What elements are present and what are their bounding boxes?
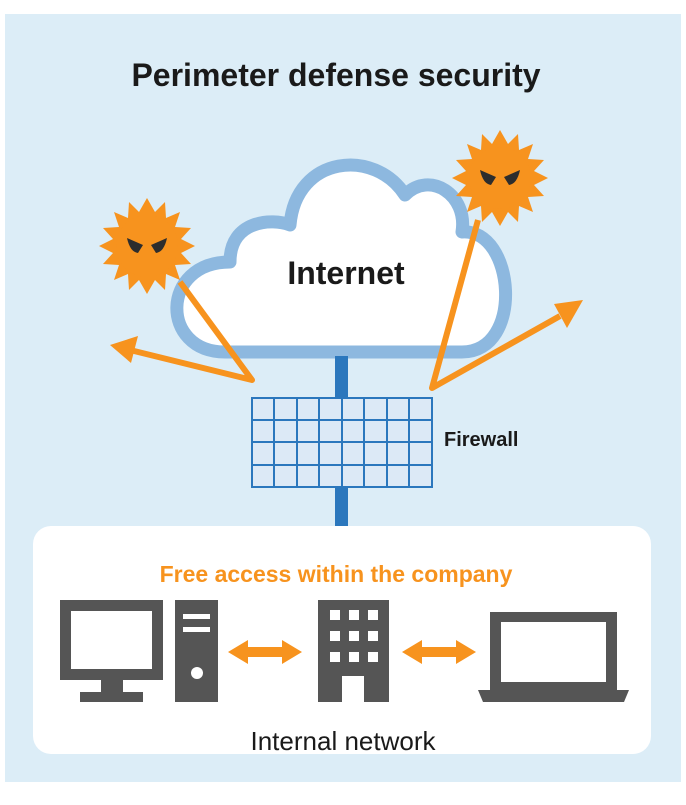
- laptop-icon: [478, 612, 629, 702]
- double-arrow-icon: [228, 640, 302, 664]
- office-building-icon: [318, 600, 389, 702]
- double-arrow-icon: [402, 640, 476, 664]
- internal-network-label: Internal network: [251, 726, 437, 756]
- diagram-title: Perimeter defense security: [131, 57, 540, 93]
- right-attack-arrow: [429, 219, 562, 391]
- desktop-computer-icon: [60, 600, 163, 702]
- inner-title: Free access within the company: [160, 561, 513, 587]
- server-tower-icon: [175, 600, 218, 702]
- firewall-label: Firewall: [444, 429, 518, 451]
- internet-cloud: [170, 158, 512, 359]
- right-arrow-head: [554, 300, 583, 328]
- left-arrow-head: [110, 336, 138, 363]
- left-attack-arrow: [129, 280, 255, 383]
- firewall: [251, 397, 433, 488]
- cloud-label: Internet: [287, 255, 405, 291]
